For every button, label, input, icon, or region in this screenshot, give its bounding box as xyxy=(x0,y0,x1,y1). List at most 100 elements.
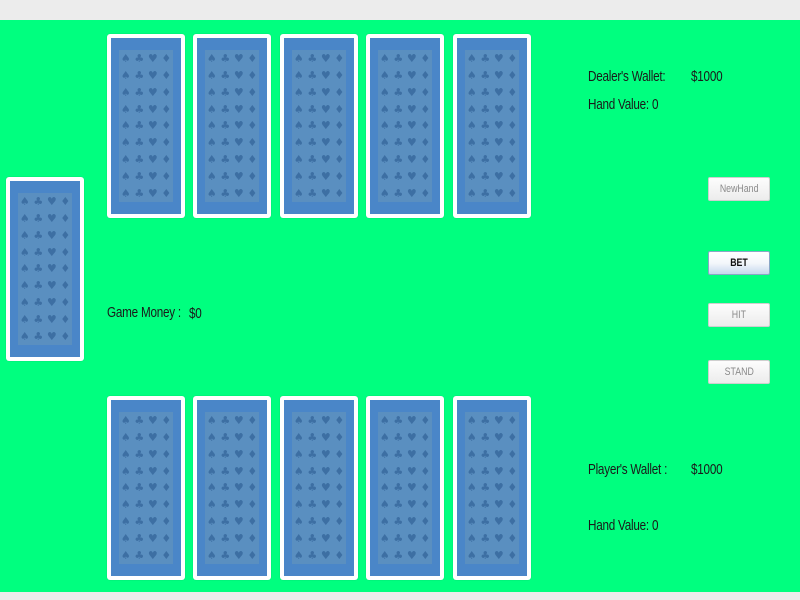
card-back-suit-icon: ♠ xyxy=(120,515,131,529)
card-back-suit-icon: ♠ xyxy=(379,515,390,529)
card-back-suit-icon: ♣ xyxy=(480,532,491,546)
card-back-suit-icon: ♦ xyxy=(420,532,431,546)
card-back-suit-icon: ♠ xyxy=(19,313,30,327)
new-hand-button[interactable]: NewHand xyxy=(708,177,770,201)
card-back-suit-icon: ♦ xyxy=(161,136,172,150)
card-back-suit-icon: ♣ xyxy=(307,413,318,427)
card-back-suit-icon: ♣ xyxy=(134,170,145,184)
card-back-suit-icon: ♦ xyxy=(334,532,345,546)
card-back-suit-icon: ♠ xyxy=(19,211,30,225)
game-table: ♠♣♥♦♠♣♥♦♠♣♥♦♠♣♥♦♠♣♥♦♠♣♥♦♠♣♥♦♠♣♥♦♠♣♥♦ ♠♣♥… xyxy=(0,20,800,592)
card-back-suit-icon: ♥ xyxy=(493,153,504,167)
card-back-suit-icon: ♦ xyxy=(247,532,258,546)
card-back-suit-icon: ♠ xyxy=(379,532,390,546)
card-back-suit-icon: ♠ xyxy=(466,413,477,427)
card-back-suit-icon: ♦ xyxy=(247,464,258,478)
card-back-suit-icon: ♥ xyxy=(320,85,331,99)
card-back-suit-icon: ♦ xyxy=(60,211,71,225)
card-back-suit-icon: ♦ xyxy=(420,136,431,150)
card-back-suit-icon: ♦ xyxy=(247,413,258,427)
card-back-suit-icon: ♦ xyxy=(60,245,71,259)
card-back-suit-icon: ♠ xyxy=(466,481,477,495)
card-back-suit-icon: ♦ xyxy=(161,68,172,82)
card-back-suit-icon: ♠ xyxy=(466,447,477,461)
stand-button[interactable]: STAND xyxy=(708,360,770,384)
card-back-suit-icon: ♣ xyxy=(393,481,404,495)
card-back-suit-icon: ♣ xyxy=(480,515,491,529)
card-back-suit-icon: ♦ xyxy=(247,170,258,184)
card-back-suit-icon: ♥ xyxy=(406,549,417,563)
card-back-suit-icon: ♥ xyxy=(320,430,331,444)
card-back-suit-icon: ♣ xyxy=(307,68,318,82)
card-back-suit-icon: ♥ xyxy=(406,136,417,150)
card-back-suit-icon: ♣ xyxy=(220,413,231,427)
card-back-suit-icon: ♥ xyxy=(320,464,331,478)
card-back-suit-icon: ♦ xyxy=(247,447,258,461)
card-back-pattern: ♠♣♥♦♠♣♥♦♠♣♥♦♠♣♥♦♠♣♥♦♠♣♥♦♠♣♥♦♠♣♥♦♠♣♥♦ xyxy=(465,50,519,202)
card-back-suit-icon: ♦ xyxy=(334,498,345,512)
card-back-suit-icon: ♥ xyxy=(493,447,504,461)
card-back-suit-icon: ♥ xyxy=(493,136,504,150)
card-back-suit-icon: ♦ xyxy=(247,481,258,495)
card-back-suit-icon: ♠ xyxy=(293,430,304,444)
card-back-suit-icon: ♥ xyxy=(233,532,244,546)
card-back-suit-icon: ♥ xyxy=(406,85,417,99)
card-back-suit-icon: ♦ xyxy=(247,102,258,116)
card-back-suit-icon: ♣ xyxy=(134,68,145,82)
card-back-suit-icon: ♦ xyxy=(334,549,345,563)
card-back-suit-icon: ♦ xyxy=(420,413,431,427)
card-back-suit-icon: ♣ xyxy=(480,549,491,563)
card-back-suit-icon: ♣ xyxy=(220,102,231,116)
card-back-suit-icon: ♦ xyxy=(161,481,172,495)
deck-card[interactable]: ♠♣♥♦♠♣♥♦♠♣♥♦♠♣♥♦♠♣♥♦♠♣♥♦♠♣♥♦♠♣♥♦♠♣♥♦ xyxy=(6,177,84,361)
card-back-suit-icon: ♥ xyxy=(233,498,244,512)
card-back-suit-icon: ♦ xyxy=(507,481,518,495)
card-back-suit-icon: ♥ xyxy=(147,413,158,427)
card-back-suit-icon: ♣ xyxy=(33,245,44,259)
card-back-suit-icon: ♣ xyxy=(393,464,404,478)
dealer-wallet-label: Dealer's Wallet: xyxy=(588,68,666,85)
card-back-suit-icon: ♣ xyxy=(393,68,404,82)
card-back-suit-icon: ♥ xyxy=(233,51,244,65)
card-back-pattern: ♠♣♥♦♠♣♥♦♠♣♥♦♠♣♥♦♠♣♥♦♠♣♥♦♠♣♥♦♠♣♥♦♠♣♥♦ xyxy=(292,50,346,202)
card-back-suit-icon: ♣ xyxy=(480,498,491,512)
card-back-suit-icon: ♥ xyxy=(147,481,158,495)
card-back-suit-icon: ♣ xyxy=(134,102,145,116)
card-back-suit-icon: ♠ xyxy=(206,119,217,133)
card-back-suit-icon: ♥ xyxy=(320,68,331,82)
card-back-suit-icon: ♠ xyxy=(120,85,131,99)
card-back-suit-icon: ♠ xyxy=(293,481,304,495)
card-back-suit-icon: ♥ xyxy=(147,136,158,150)
card-back-suit-icon: ♥ xyxy=(233,102,244,116)
card-back-suit-icon: ♣ xyxy=(393,447,404,461)
card-back-suit-icon: ♣ xyxy=(220,187,231,201)
card-back-suit-icon: ♠ xyxy=(120,136,131,150)
card-back-suit-icon: ♦ xyxy=(507,119,518,133)
card-back-suit-icon: ♥ xyxy=(493,187,504,201)
card-back-suit-icon: ♦ xyxy=(507,430,518,444)
card-back-suit-icon: ♠ xyxy=(379,153,390,167)
dealer-hand-value: Hand Value: 0 xyxy=(588,96,659,113)
card-back-suit-icon: ♠ xyxy=(206,102,217,116)
card-back-suit-icon: ♦ xyxy=(334,464,345,478)
card-back-suit-icon: ♠ xyxy=(379,170,390,184)
card-back-suit-icon: ♠ xyxy=(206,413,217,427)
card-back-pattern: ♠♣♥♦♠♣♥♦♠♣♥♦♠♣♥♦♠♣♥♦♠♣♥♦♠♣♥♦♠♣♥♦♠♣♥♦ xyxy=(119,50,173,202)
card-back-suit-icon: ♦ xyxy=(161,102,172,116)
card-back-suit-icon: ♠ xyxy=(120,447,131,461)
card-back-suit-icon: ♦ xyxy=(161,170,172,184)
card-back-suit-icon: ♥ xyxy=(493,430,504,444)
bet-button[interactable]: BET xyxy=(708,251,770,275)
card-back-suit-icon: ♦ xyxy=(420,481,431,495)
card-back-suit-icon: ♦ xyxy=(420,464,431,478)
card-back-suit-icon: ♣ xyxy=(134,85,145,99)
dealer-card-1: ♠♣♥♦♠♣♥♦♠♣♥♦♠♣♥♦♠♣♥♦♠♣♥♦♠♣♥♦♠♣♥♦♠♣♥♦ xyxy=(107,34,185,218)
card-back-suit-icon: ♠ xyxy=(19,194,30,208)
card-back-suit-icon: ♥ xyxy=(493,413,504,427)
card-back-suit-icon: ♥ xyxy=(233,119,244,133)
card-back-suit-icon: ♠ xyxy=(19,228,30,242)
card-back-suit-icon: ♣ xyxy=(393,170,404,184)
card-back-suit-icon: ♦ xyxy=(60,296,71,310)
card-back-suit-icon: ♠ xyxy=(466,136,477,150)
hit-button[interactable]: HIT xyxy=(708,303,770,327)
